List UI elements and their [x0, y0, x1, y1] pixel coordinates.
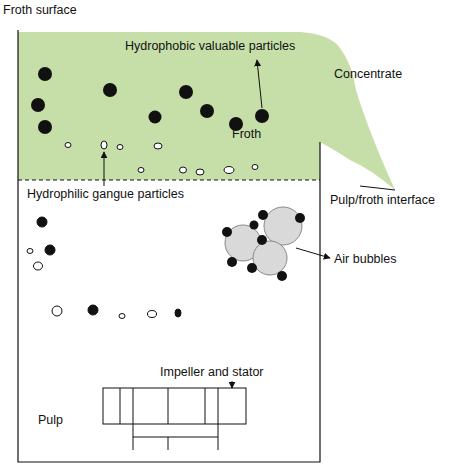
froth-layer: [18, 32, 395, 190]
interface-label: Pulp/froth interface: [330, 194, 435, 208]
bubble-label: Air bubbles: [334, 253, 397, 267]
part-label: Impeller and stator: [160, 366, 264, 380]
surface-label: Froth surface: [3, 4, 77, 18]
air-bubbles: [222, 207, 305, 281]
product-label: Concentrate: [334, 68, 402, 82]
zone-label: Froth: [232, 128, 261, 142]
particle-label: Hydrophobic valuable particles: [125, 40, 295, 54]
leader-lines: [104, 60, 395, 388]
hydrophobic-particles: [31, 67, 269, 134]
pulp-particles: [27, 217, 181, 319]
particle-label: Hydrophilic gangue particles: [27, 188, 184, 202]
zone-label: Pulp: [38, 414, 63, 428]
interface-line: [18, 180, 320, 181]
hydrophilic-particles: [65, 141, 258, 175]
impeller-stator: [103, 388, 246, 450]
tank-wall: [18, 30, 320, 462]
